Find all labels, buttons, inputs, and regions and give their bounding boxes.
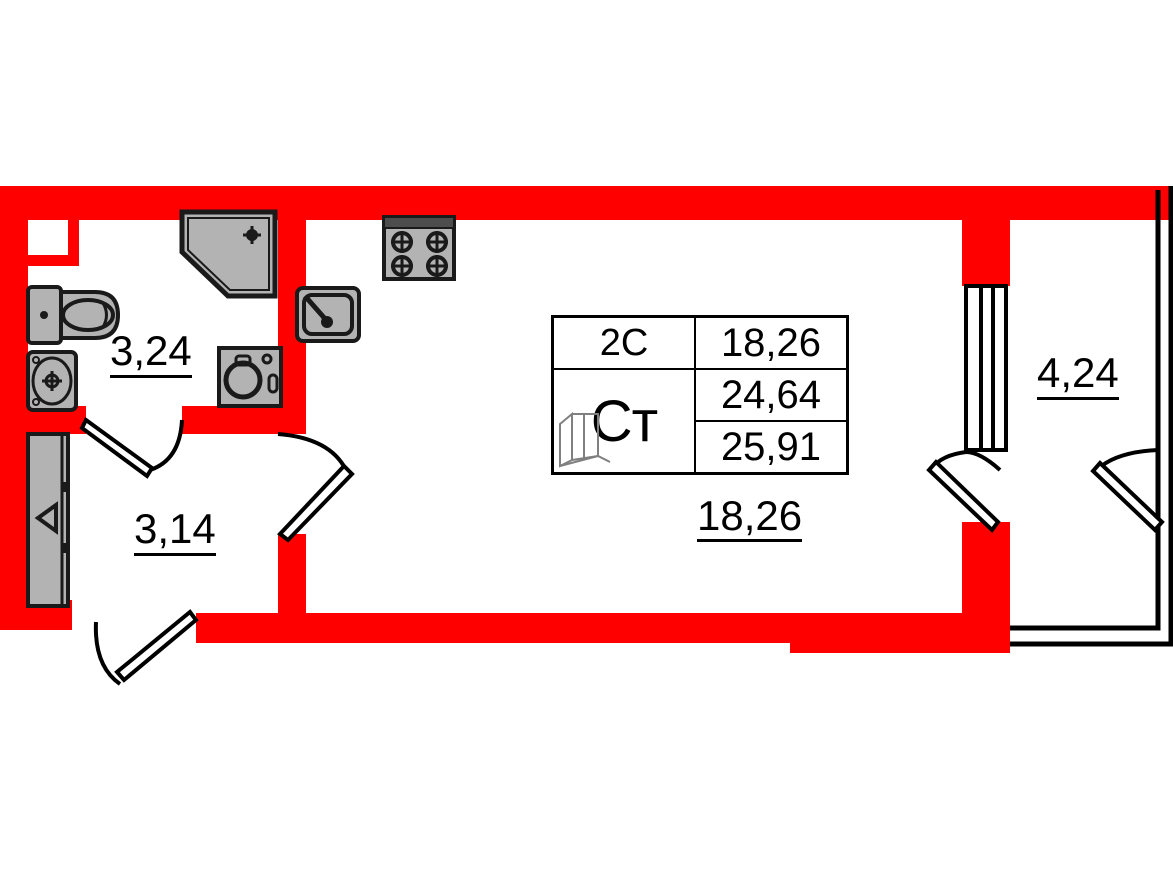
balcony-glazing-frame xyxy=(964,284,1008,452)
area-cell-2: 24,64 xyxy=(694,368,849,422)
washbasin-hole-bl-icon xyxy=(32,398,40,406)
bathroom-fixtures xyxy=(26,209,283,412)
table-row: 2C 18,26 xyxy=(551,315,849,370)
washing-machine-knob-icon xyxy=(261,353,273,365)
cooktop-burners-icon xyxy=(391,231,448,277)
wardrobe-hinge-bottom xyxy=(63,543,68,553)
washbasin-faucet-icon xyxy=(42,371,62,391)
shower-cabin xyxy=(179,209,278,299)
balcony-outline xyxy=(1010,190,1161,631)
apartment-info-table: 2C 18,26 Cт 24,64 25,91 xyxy=(551,315,849,475)
bathroom-area-label: 3,24 xyxy=(110,330,192,378)
wardrobe-group xyxy=(26,432,70,608)
wardrobe-hinge-top xyxy=(63,482,68,492)
bathroom-door-arc xyxy=(149,419,184,472)
washbasin-hole-tl-icon xyxy=(32,356,40,364)
area-cell-1: 18,26 xyxy=(694,315,849,370)
table-row: Cт 24,64 xyxy=(551,368,849,475)
entrance-door-leaf xyxy=(114,609,199,683)
hallway-area-label: 3,14 xyxy=(134,508,216,556)
wall-hallway-right xyxy=(278,534,306,624)
balcony-exit-door-leaf xyxy=(1090,460,1165,533)
washing-machine-detergent-drawer xyxy=(234,354,252,367)
kitchen-sink-faucet-icon xyxy=(303,294,333,328)
washing-machine-drum-icon xyxy=(223,360,263,400)
plan-glyph-icon xyxy=(559,411,611,468)
balcony-glazing xyxy=(964,284,1008,452)
walls-group xyxy=(0,186,1173,653)
kitchen-fixtures xyxy=(295,215,456,343)
wall-bathroom-bottom-right xyxy=(182,406,306,434)
wall-balcony-upper xyxy=(962,186,1010,286)
type-code-cell: Cт xyxy=(551,368,696,475)
room-door-leaf xyxy=(277,463,355,543)
balcony-door-leaf xyxy=(926,459,1001,533)
table-row: 25,91 xyxy=(553,420,849,475)
niche-notch xyxy=(28,220,68,258)
niche-wall-bottom xyxy=(28,255,79,266)
area-cell-3: 25,91 xyxy=(694,420,849,475)
shower-cabin-inner xyxy=(187,217,270,291)
cooktop-control-strip xyxy=(383,216,455,229)
balcony-outline-group xyxy=(1010,186,1173,647)
balcony-door-arc xyxy=(965,450,1002,472)
living-room-area-label: 18,26 xyxy=(697,495,803,542)
toilet-seat xyxy=(61,298,115,332)
toilet-seat-lid-line xyxy=(101,302,108,328)
balcony-outer-edge xyxy=(1010,186,1173,647)
apartment-code-cell: 2C xyxy=(551,315,696,370)
doors-group xyxy=(79,284,1165,686)
room-door-arc xyxy=(277,432,348,471)
toilet-tank-button-icon xyxy=(40,311,48,319)
niche-wall-right xyxy=(68,220,79,266)
entrance-door-arc xyxy=(93,621,122,686)
shower-drain-icon xyxy=(243,226,261,244)
bathroom-door-leaf xyxy=(79,416,155,479)
washing-machine-latch xyxy=(267,373,279,394)
balcony-area-label: 4,24 xyxy=(1037,352,1119,400)
wardrobe-handle-icon xyxy=(34,501,58,535)
wall-balcony-lower xyxy=(962,522,1010,653)
